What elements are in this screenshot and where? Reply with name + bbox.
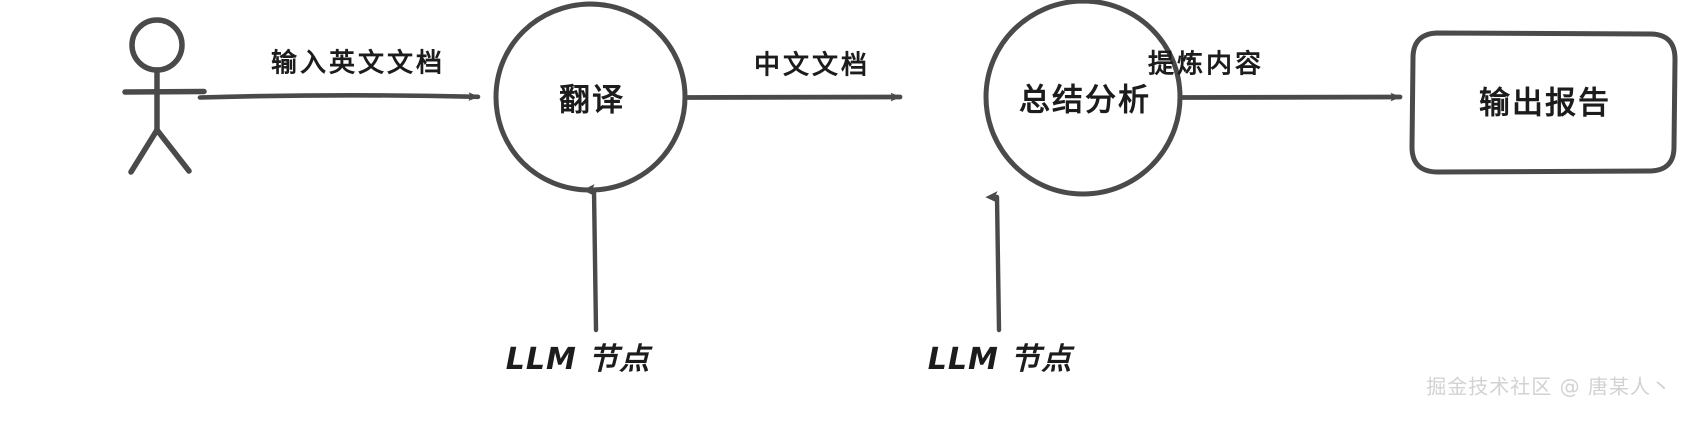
annotation-arrow-llm-1-line: [582, 184, 599, 333]
node-summarize[interactable]: [983, 0, 1183, 197]
annotation-label-llm-2: LLM 节点: [927, 342, 1073, 377]
edge-extract-arrow: [1179, 92, 1403, 102]
annotation-label-llm-1: LLM 节点: [505, 342, 651, 377]
stick-figure-actor: [122, 17, 207, 175]
node-label-summarize: 总结分析: [1019, 82, 1151, 119]
node-label-translate: 翻译: [559, 82, 625, 119]
edge-extract-line: [1179, 92, 1403, 102]
node-summarize-circle: [983, 0, 1183, 197]
annotation-arrow-llm-1: [582, 184, 599, 333]
edge-label-chinese: 中文文档: [753, 50, 871, 81]
node-label-output: 输出报告: [1479, 85, 1611, 122]
actor-left-leg: [128, 127, 160, 175]
edge-input-line: [197, 92, 481, 101]
actor-right-leg: [154, 127, 192, 174]
node-output-rect: [1409, 30, 1678, 175]
annotation-arrow-llm-2-line: [985, 191, 1002, 333]
edge-label-extract: 提炼内容: [1147, 49, 1265, 80]
watermark: 掘金技术社区 @ 唐某人丶: [1426, 374, 1672, 399]
edge-chinese-line: [685, 92, 903, 102]
edge-label-input: 输入英文文档: [270, 48, 446, 79]
actor-arms: [122, 88, 207, 95]
actor-head-icon: [129, 17, 185, 73]
edge-input-arrow: [197, 92, 481, 101]
node-output[interactable]: [1409, 30, 1678, 175]
annotation-arrow-llm-2: [985, 191, 1002, 333]
edge-chinese-arrow: [685, 92, 903, 102]
